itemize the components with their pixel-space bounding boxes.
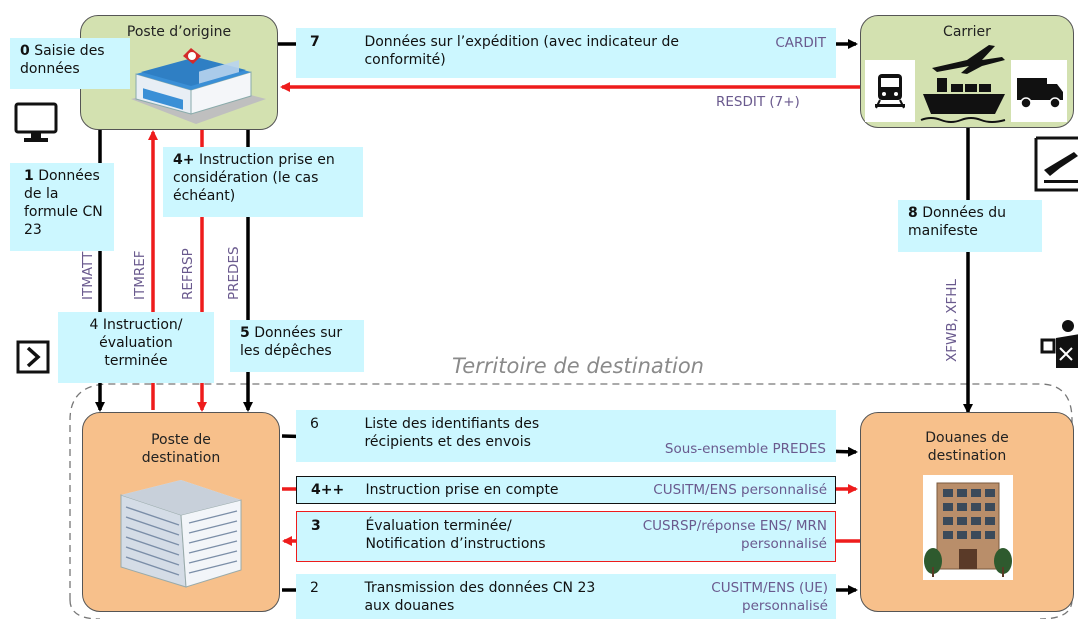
step-2-text: Transmission des données CN 23 aux douan… bbox=[364, 580, 596, 614]
airplane-icon bbox=[932, 45, 1005, 74]
step-4plus-text: Instruction prise en considération (le c… bbox=[173, 152, 335, 204]
step-5-number: 5 bbox=[240, 325, 250, 341]
step-7-box: 7 Données sur l’expédition (avec indicat… bbox=[296, 28, 836, 78]
step-6-box: 6 Liste des identifiants des récipients … bbox=[296, 410, 836, 462]
ship-icon bbox=[920, 78, 1006, 123]
step-8-text: Données du manifeste bbox=[908, 205, 1007, 239]
step-7-number: 7 bbox=[310, 34, 320, 50]
step-3-code: CUSRSP/réponse ENS/ MRN personnalisé bbox=[642, 518, 827, 552]
step-0-number: 0 bbox=[20, 43, 30, 59]
step-4pp-code: CUSITM/ENS personnalisé bbox=[653, 482, 827, 498]
step-4pp-text: Instruction prise en compte bbox=[365, 482, 559, 498]
step-6-code: Sous-ensemble PREDES bbox=[664, 441, 826, 457]
step-4-number: 4 bbox=[89, 317, 99, 333]
step-4-text: Instruction/ évaluation terminée bbox=[99, 317, 183, 369]
node-destination-customs: Douanes de destination bbox=[860, 412, 1074, 612]
node-carrier-title: Carrier bbox=[943, 24, 991, 40]
customs-building-icon bbox=[923, 475, 1013, 580]
office-building-icon bbox=[120, 480, 242, 588]
resdit-label: RESDIT (7+) bbox=[716, 94, 800, 110]
step-8-number: 8 bbox=[908, 205, 918, 221]
step-6-text: Liste des identifiants des récipients et… bbox=[364, 416, 540, 450]
train-panel bbox=[865, 60, 915, 122]
step-0-box: 0 Saisie des données bbox=[10, 38, 130, 89]
node-destination-post: Poste de destination bbox=[82, 412, 280, 612]
node-origin-title: Poste d’origine bbox=[126, 24, 232, 40]
predes-label: PREDES bbox=[226, 246, 242, 300]
xfwb-label: XFWB, XFHL bbox=[944, 279, 960, 362]
step-3-box: 3 Évaluation terminée/ Notification d’in… bbox=[296, 511, 836, 562]
step-1-box: 1 Données de la formule CN 23 bbox=[10, 163, 114, 251]
flight-departure-icon bbox=[1034, 136, 1078, 192]
step-5-text: Données sur les dépêches bbox=[240, 325, 343, 359]
step-3-text: Évaluation terminée/ Notification d’inst… bbox=[365, 518, 546, 552]
step-2-box: 2 Transmission des données CN 23 aux dou… bbox=[296, 574, 836, 619]
truck-panel bbox=[1011, 60, 1067, 122]
node-destination-customs-title: Douanes de destination bbox=[925, 430, 1009, 464]
step-3-number: 3 bbox=[311, 518, 321, 534]
refrsp-label: REFRSP bbox=[180, 248, 196, 300]
chevron-right-icon bbox=[16, 340, 50, 374]
customs-officer-icon bbox=[1040, 320, 1078, 368]
step-4pp-number: 4++ bbox=[311, 482, 345, 498]
step-5-box: 5 Données sur les dépêches bbox=[230, 320, 364, 372]
step-1-number: 1 bbox=[24, 168, 34, 184]
computer-icon bbox=[14, 102, 58, 142]
step-2-number: 2 bbox=[310, 580, 319, 596]
step-4plus-number: 4+ bbox=[173, 152, 195, 168]
step-4-box: 4 Instruction/ évaluation terminée bbox=[58, 312, 214, 383]
step-2-code: CUSITM/ENS (UE) personnalisé bbox=[711, 580, 828, 614]
node-carrier: Carrier bbox=[860, 15, 1074, 128]
step-6-number: 6 bbox=[310, 416, 319, 432]
node-destination-post-title: Poste de destination bbox=[141, 432, 221, 466]
post-office-building-icon bbox=[131, 48, 266, 124]
step-4plus-box: 4+ Instruction prise en considération (l… bbox=[163, 147, 363, 217]
step-0-text: Saisie des données bbox=[20, 43, 105, 77]
step-8-box: 8 Données du manifeste bbox=[898, 200, 1042, 252]
itmatt-label: ITMATT bbox=[80, 251, 96, 300]
step-1-text: Données de la formule CN 23 bbox=[24, 168, 103, 238]
step-4pp-box: 4++ Instruction prise en compte CUSITM/E… bbox=[296, 476, 836, 504]
itmref-label: ITMREF bbox=[132, 250, 148, 300]
train-icon bbox=[875, 74, 905, 109]
territory-label: Territoire de destination bbox=[452, 354, 704, 378]
step-7-code: CARDIT bbox=[775, 35, 826, 51]
step-7-text: Données sur l’expédition (avec indicateu… bbox=[364, 34, 680, 68]
truck-icon bbox=[1017, 78, 1063, 109]
territory-boundary bbox=[69, 383, 1073, 600]
